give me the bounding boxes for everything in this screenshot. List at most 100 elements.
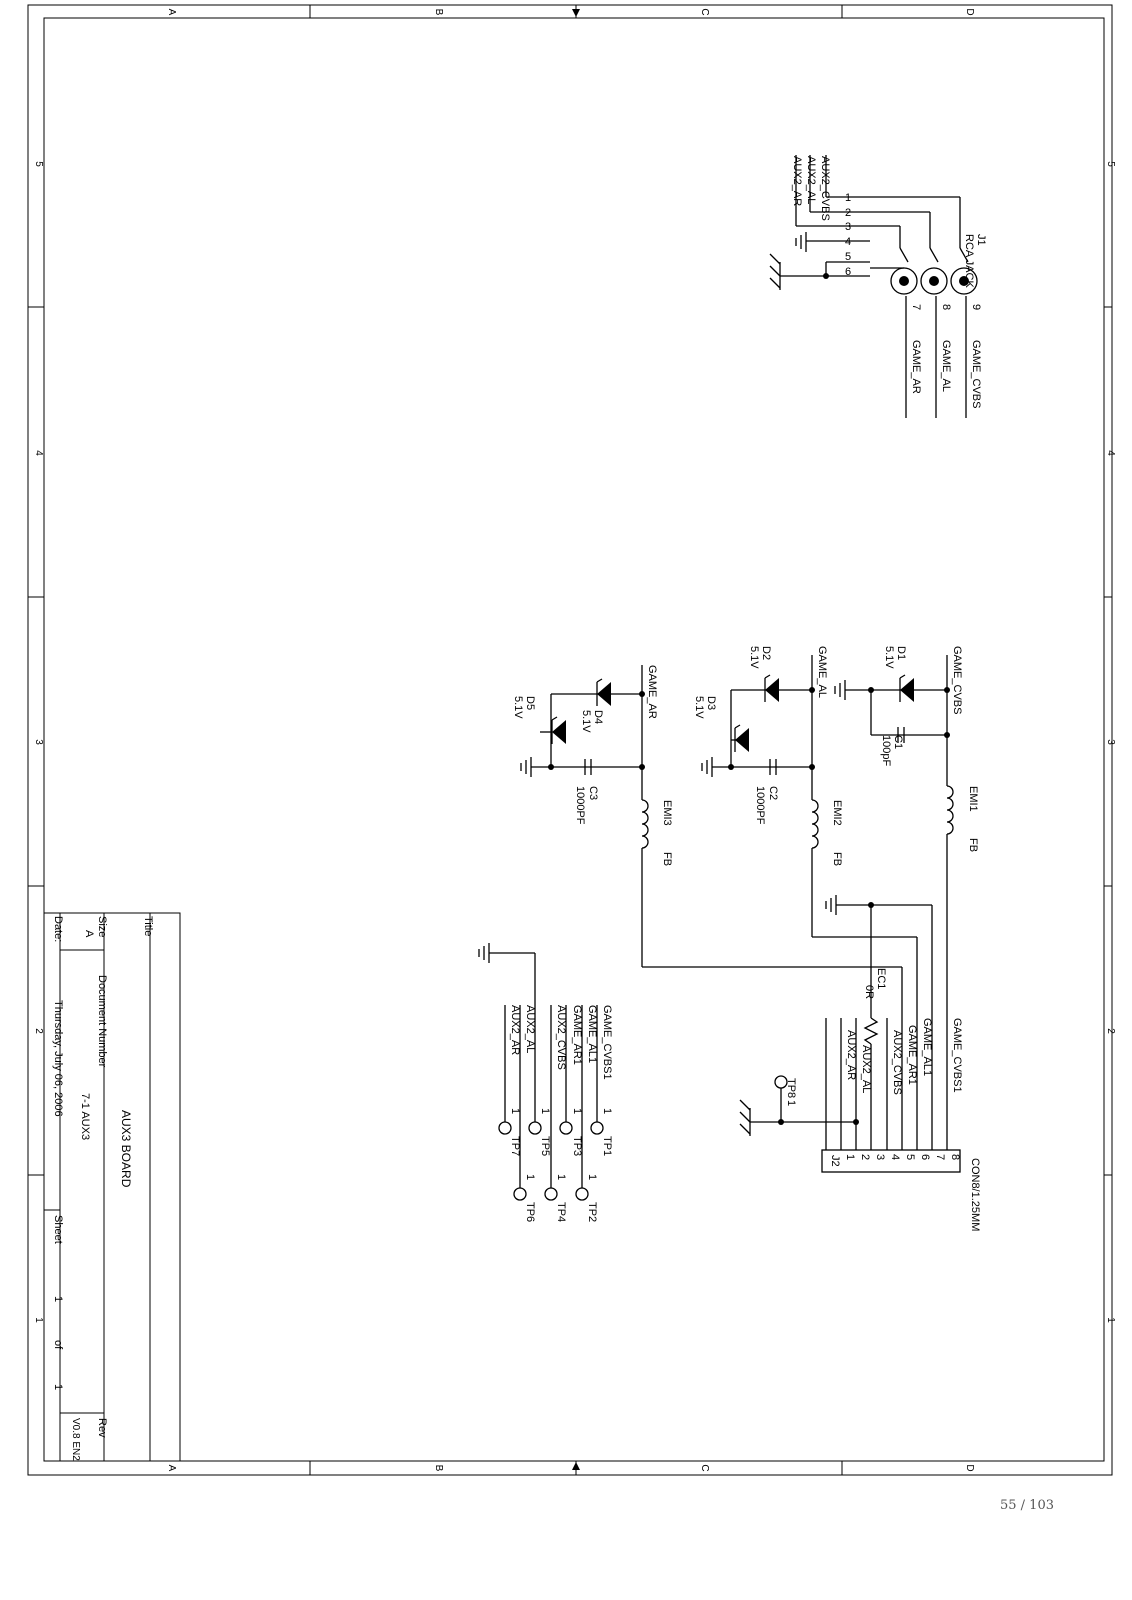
title-block: Title AUX3 BOARD Size A Document Number … — [43, 912, 181, 1462]
tp7-ref: TP7 — [509, 1136, 521, 1156]
d5-value: 5.1V — [512, 696, 524, 719]
row-label-right-4: 4 — [1105, 450, 1116, 456]
d1-value: 5.1V — [883, 646, 895, 669]
col-label-top-a: A — [166, 9, 177, 16]
tp3-pin: 1 — [571, 1108, 583, 1114]
ground-symbol-icon — [520, 757, 532, 777]
j2-ref: J2 — [829, 1155, 841, 1167]
col-label-bottom-c: C — [699, 1464, 710, 1471]
tp4-ref: TP4 — [555, 1202, 567, 1222]
test-points: GAME_CVBS1 GAME_AL1 GAME_AR1 AUX2_CVBS A… — [478, 943, 613, 1222]
row-label-left-5: 5 — [33, 161, 44, 167]
d2-value: 5.1V — [748, 646, 760, 669]
emi1-ref: EMI1 — [967, 786, 979, 812]
board-title: AUX3 BOARD — [119, 1110, 133, 1188]
j1-ref: J1 — [975, 234, 987, 246]
zener-diode-icon — [734, 724, 749, 752]
ar-net-label: GAME_AR — [646, 665, 658, 719]
row-label-left-4: 4 — [33, 450, 44, 456]
date-value: Thursday, July 06, 2006 — [52, 1000, 64, 1117]
c3-ref: C3 — [587, 786, 599, 800]
tp6-ref: TP6 — [524, 1202, 536, 1222]
j2-net-aux2-al: AUX2_AL — [860, 1045, 872, 1093]
chassis-ground-icon — [739, 1099, 751, 1136]
d3-ref: D3 — [705, 696, 717, 710]
col-label-bottom-d: D — [964, 1464, 975, 1471]
j1-out-game-ar: GAME_AR — [910, 340, 922, 394]
j2-pin-2: 2 — [859, 1154, 871, 1160]
c2-ref: C2 — [767, 786, 779, 800]
of-label: of — [52, 1340, 64, 1350]
j2-net-aux2-ar: AUX2_AR — [845, 1030, 857, 1080]
ground-symbol-icon — [701, 757, 713, 777]
j1-net-aux2-ar: AUX2_AR — [791, 156, 803, 206]
j1-pin-2: 2 — [845, 207, 851, 219]
j2-net-game-ar1: GAME_AR1 — [906, 1025, 918, 1085]
ec1-value: 0R — [863, 985, 875, 999]
filter-game-cvbs: GAME_CVBS D1 5.1V C1 100pF EMI1 FB — [834, 646, 979, 1150]
tp5-pin: 1 — [539, 1108, 551, 1114]
test-point-icon — [544, 1187, 558, 1201]
test-point-icon — [590, 1121, 604, 1135]
tp1-pin: 1 — [601, 1108, 613, 1114]
j1-out-game-al: GAME_AL — [940, 340, 952, 392]
emi1-fb: FB — [967, 838, 979, 852]
emi3-ref: EMI3 — [661, 800, 673, 826]
j1-pin-1: 1 — [845, 192, 851, 204]
j1-pin-7: 7 — [910, 304, 922, 310]
title-label: Title — [142, 916, 154, 936]
tp8-ref: TP8 — [785, 1078, 797, 1098]
page-number: 55 / 103 — [1000, 1498, 1054, 1513]
j2-pin-8: 8 — [949, 1154, 961, 1160]
filter-game-ar: GAME_AR D4 5.1V D5 5.1V C3 1000PF — [512, 665, 903, 1150]
emi3-fb: FB — [661, 852, 673, 866]
tp4-pin: 1 — [555, 1174, 567, 1180]
test-point-icon — [575, 1187, 589, 1201]
j1-net-aux2-cvbs: AUX2_CVBS — [819, 156, 831, 221]
tp-net-aux2-ar: AUX2_AR — [509, 1005, 521, 1055]
sheet-total: 1 — [52, 1384, 64, 1390]
capacitor-icon — [769, 759, 777, 775]
al-net-label: GAME_AL — [816, 646, 828, 698]
test-point-icon — [528, 1121, 542, 1135]
tp1-ref: TP1 — [601, 1136, 613, 1156]
j1-net-aux2-al: AUX2_AL — [805, 156, 817, 204]
j1-pin-8: 8 — [940, 304, 952, 310]
size-label: Size — [96, 916, 108, 937]
document-number-label: Document Number — [96, 975, 108, 1068]
j1-pin-4: 4 — [845, 236, 851, 248]
j1-rca-jack: AUX2_CVBS AUX2_AL AUX2_AR 1 2 3 4 5 6 — [769, 155, 987, 418]
test-point-icon — [513, 1187, 527, 1201]
col-label-top-d: D — [964, 8, 975, 15]
row-label-right-3: 3 — [1105, 739, 1116, 745]
j2-pin-1: 1 — [844, 1154, 856, 1160]
tp-net-game-al1: GAME_AL1 — [586, 1005, 598, 1063]
col-label-top-c: C — [699, 8, 710, 15]
rev-label: Rev — [96, 1418, 108, 1438]
tp-net-game-ar1: GAME_AR1 — [571, 1005, 583, 1065]
j1-pin-3: 3 — [845, 221, 851, 233]
j2-net-game-cvbs1: GAME_CVBS1 — [951, 1018, 963, 1093]
ground-symbol-icon — [795, 232, 807, 252]
tp8-pin: 1 — [785, 1100, 797, 1106]
j1-out-game-cvbs: GAME_CVBS — [970, 340, 982, 408]
row-label-left-3: 3 — [33, 739, 44, 745]
ground-symbol-icon — [478, 943, 490, 963]
c3-value: 1000PF — [574, 786, 586, 825]
document-number: 7-1 AUX3 — [79, 1093, 91, 1140]
tp5-ref: TP5 — [539, 1136, 551, 1156]
j1-pin-6: 6 — [845, 266, 851, 278]
j2-pin-7: 7 — [934, 1154, 946, 1160]
sheet-frame: A B C D A B C D 5 4 3 2 1 5 4 3 2 1 — [27, 4, 1116, 1476]
zener-diode-icon — [596, 678, 611, 706]
j2-pin-3: 3 — [874, 1154, 886, 1160]
j2-net-aux2-cvbs: AUX2_CVBS — [891, 1030, 903, 1095]
c1-value: 100pF — [880, 735, 892, 766]
rev-value: V0.8 EN2 — [70, 1418, 81, 1461]
tp2-pin: 1 — [586, 1174, 598, 1180]
d2-ref: D2 — [760, 646, 772, 660]
tp7-pin: 1 — [509, 1108, 521, 1114]
size-value: A — [83, 930, 95, 938]
row-label-right-1: 1 — [1105, 1317, 1116, 1323]
d1-ref: D1 — [895, 646, 907, 660]
